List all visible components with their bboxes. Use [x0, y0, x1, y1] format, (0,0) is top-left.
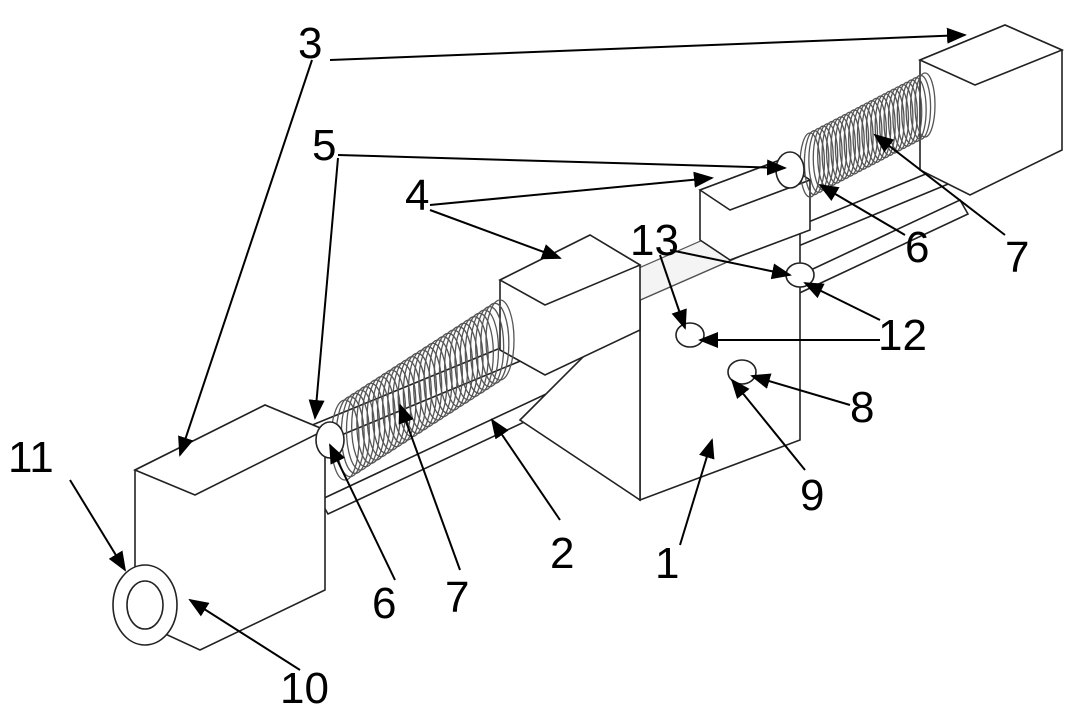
label-2: 2 — [550, 529, 574, 578]
label-9: 9 — [800, 471, 824, 520]
label-13: 13 — [630, 216, 679, 265]
label-1: 1 — [655, 539, 679, 588]
label-12: 12 — [878, 311, 927, 360]
label-6-right: 6 — [905, 223, 929, 272]
label-11: 11 — [8, 433, 54, 482]
nuts — [112, 151, 815, 646]
label-10: 10 — [280, 664, 329, 713]
label-3: 3 — [298, 19, 322, 68]
label-6-left: 6 — [372, 579, 396, 628]
label-8: 8 — [850, 383, 874, 432]
label-7-right: 7 — [1005, 233, 1029, 282]
end-blocks — [133, 24, 1065, 651]
label-5: 5 — [312, 121, 336, 170]
label-7-left: 7 — [445, 573, 469, 622]
label-4: 4 — [405, 171, 429, 220]
spring-coil — [485, 299, 515, 381]
spring-coil — [914, 72, 936, 138]
leader-lines — [69, 27, 1006, 671]
